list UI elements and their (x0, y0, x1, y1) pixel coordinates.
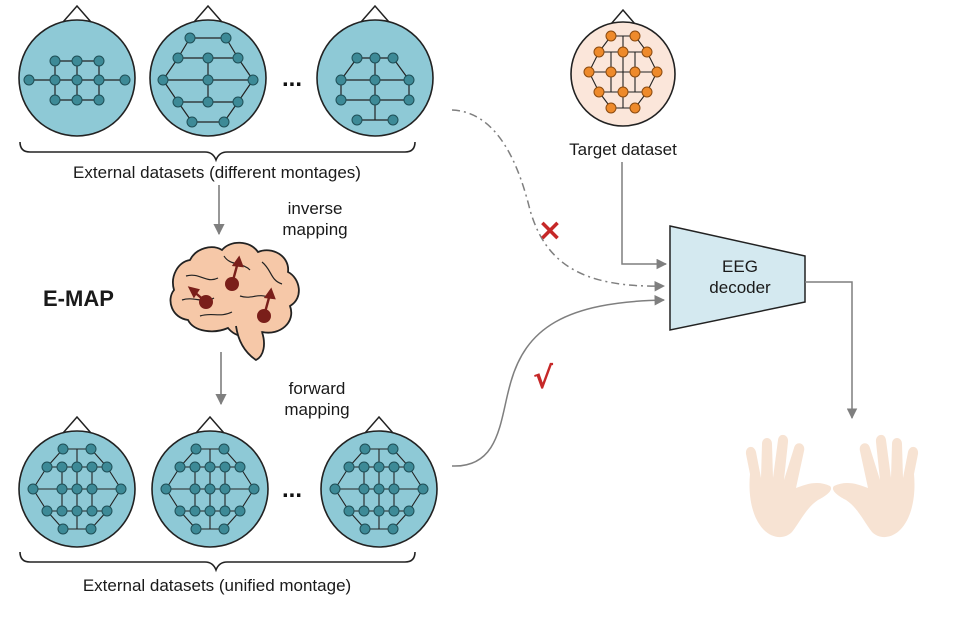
emap-label: E-MAP (43, 286, 114, 311)
ellipsis-top: ... (282, 65, 302, 92)
eeg-head-icon (18, 4, 136, 137)
eeg-decoder-block (669, 225, 806, 331)
ellipsis-bottom: ... (282, 476, 302, 503)
external-datasets-different-label: External datasets (different montages) (73, 163, 361, 182)
external-datasets-unified-label: External datasets (unified montage) (82, 576, 352, 595)
inverse-mapping-line2: mapping (282, 220, 348, 239)
target-dataset-label: Target dataset (569, 140, 677, 159)
decoder-label-line1: EEG (722, 257, 758, 276)
forward-mapping-label: forward mapping (284, 378, 349, 420)
inverse-mapping-label: inverse mapping (282, 198, 347, 240)
decoder-label: EEG decoder (700, 256, 780, 298)
eeg-head-icon (149, 4, 267, 137)
eeg-head-icon (320, 415, 438, 548)
eeg-head-icon (570, 8, 676, 127)
decoder-label-line2: decoder (709, 278, 771, 297)
forward-mapping-line1: forward (288, 379, 346, 398)
brace-bottom (19, 551, 416, 573)
eeg-head-icon (316, 4, 434, 137)
hand-icon (745, 434, 919, 538)
forward-mapping-line2: mapping (284, 400, 350, 419)
brace-top (19, 141, 416, 163)
reject-mark: × (537, 213, 562, 248)
accept-mark: √ (533, 361, 554, 396)
eeg-head-icon (18, 415, 136, 548)
inverse-mapping-line1: inverse (287, 199, 343, 218)
brain-icon (169, 241, 300, 362)
eeg-head-icon (151, 415, 269, 548)
